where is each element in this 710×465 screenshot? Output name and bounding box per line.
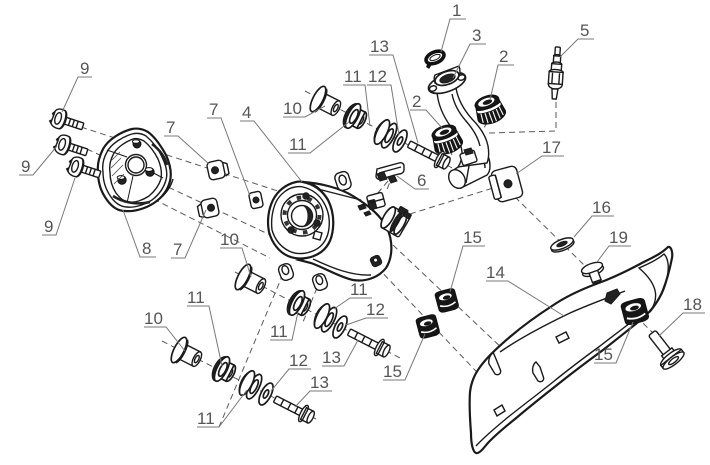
- svg-text:10: 10: [144, 309, 163, 328]
- svg-text:5: 5: [580, 21, 589, 40]
- svg-text:11: 11: [270, 322, 288, 341]
- svg-text:13: 13: [310, 373, 329, 392]
- svg-text:1: 1: [452, 1, 461, 20]
- svg-text:11: 11: [344, 67, 362, 86]
- svg-text:9: 9: [80, 59, 89, 78]
- svg-text:15: 15: [594, 345, 613, 364]
- svg-text:9: 9: [44, 217, 53, 236]
- svg-text:2: 2: [412, 92, 421, 111]
- svg-text:12: 12: [289, 351, 308, 370]
- svg-text:6: 6: [417, 171, 426, 190]
- svg-text:19: 19: [609, 228, 628, 247]
- svg-text:14: 14: [486, 263, 505, 282]
- svg-text:17: 17: [542, 138, 561, 157]
- svg-text:15: 15: [463, 228, 482, 247]
- svg-text:4: 4: [242, 103, 251, 122]
- svg-text:13: 13: [322, 348, 341, 367]
- svg-text:7: 7: [209, 100, 218, 119]
- svg-text:9: 9: [21, 157, 30, 176]
- svg-text:11: 11: [197, 409, 215, 428]
- svg-text:8: 8: [142, 239, 151, 258]
- svg-text:12: 12: [366, 300, 385, 319]
- svg-text:10: 10: [283, 99, 302, 118]
- svg-text:15: 15: [383, 362, 402, 381]
- svg-text:12: 12: [368, 67, 387, 86]
- svg-text:11: 11: [187, 288, 205, 307]
- svg-text:7: 7: [173, 240, 182, 259]
- svg-text:11: 11: [289, 135, 307, 154]
- svg-text:10: 10: [220, 230, 239, 249]
- svg-text:16: 16: [592, 198, 611, 217]
- svg-text:13: 13: [370, 37, 389, 56]
- svg-text:7: 7: [166, 118, 175, 137]
- svg-text:2: 2: [499, 47, 508, 66]
- svg-text:3: 3: [472, 26, 481, 45]
- svg-text:18: 18: [683, 295, 702, 314]
- svg-text:11: 11: [350, 280, 368, 299]
